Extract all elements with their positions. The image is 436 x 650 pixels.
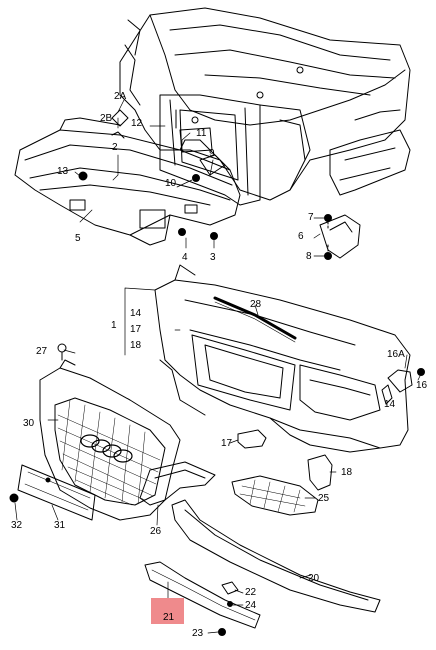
callout-5: 5 xyxy=(75,233,81,244)
callout-28: 28 xyxy=(250,299,262,310)
callout-3: 3 xyxy=(210,252,216,263)
callout-8: 8 xyxy=(306,251,312,262)
callout-17: 17 xyxy=(221,438,233,449)
callout-11: 11 xyxy=(196,128,207,139)
bumper-cover xyxy=(154,264,411,453)
callout-31: 31 xyxy=(54,520,66,531)
callout-14-group: 14 xyxy=(130,308,142,319)
callout-14: 14 xyxy=(384,399,396,410)
part-18 xyxy=(307,454,333,491)
callout-2b: 2B xyxy=(100,113,113,124)
fastener-parts-upper xyxy=(78,109,361,260)
callout-7: 7 xyxy=(308,212,314,223)
callout-23: 23 xyxy=(192,628,204,639)
impact-bar xyxy=(14,117,241,246)
body-front-structure xyxy=(119,7,411,206)
callout-27: 27 xyxy=(36,346,48,357)
side-spoiler xyxy=(139,461,216,506)
trim-strip-21 xyxy=(144,561,261,636)
radiator-grille xyxy=(39,343,181,521)
callout-16a: 16A xyxy=(387,349,405,360)
side-grille xyxy=(231,475,319,516)
callout-2a: 2A xyxy=(114,91,127,102)
callout-6: 6 xyxy=(298,231,304,242)
rings-emblem xyxy=(80,434,133,463)
side-bracket xyxy=(381,368,425,405)
callout-26: 26 xyxy=(150,526,162,537)
callout-10: 10 xyxy=(165,178,177,189)
callout-22: 22 xyxy=(245,587,257,598)
callout-9: 9 xyxy=(209,148,215,159)
callout-21: 21 xyxy=(163,612,175,623)
grille-mesh xyxy=(57,399,161,506)
highlight-box xyxy=(151,598,184,624)
callout-18-group: 18 xyxy=(130,340,142,351)
callout-24: 24 xyxy=(245,600,257,611)
callout-1: 1 xyxy=(111,320,117,331)
leader-lines xyxy=(14,99,421,634)
callout-16: 16 xyxy=(416,380,428,391)
trim-strip xyxy=(213,296,297,340)
plate-bracket xyxy=(9,464,96,521)
callout-12: 12 xyxy=(131,118,143,129)
callout-18: 18 xyxy=(341,467,353,478)
callout-20: 20 xyxy=(308,573,320,584)
tow-cap xyxy=(237,429,267,449)
callout-4: 4 xyxy=(182,252,188,263)
callout-30: 30 xyxy=(23,418,35,429)
trim-strip-edge xyxy=(214,301,296,343)
front-spoiler-lip xyxy=(171,499,381,613)
callout-17-group: 17 xyxy=(130,324,142,335)
callout-13: 13 xyxy=(57,166,69,177)
callout-32: 32 xyxy=(11,520,23,531)
callout-25: 25 xyxy=(318,493,330,504)
callout-2: 2 xyxy=(112,142,118,153)
